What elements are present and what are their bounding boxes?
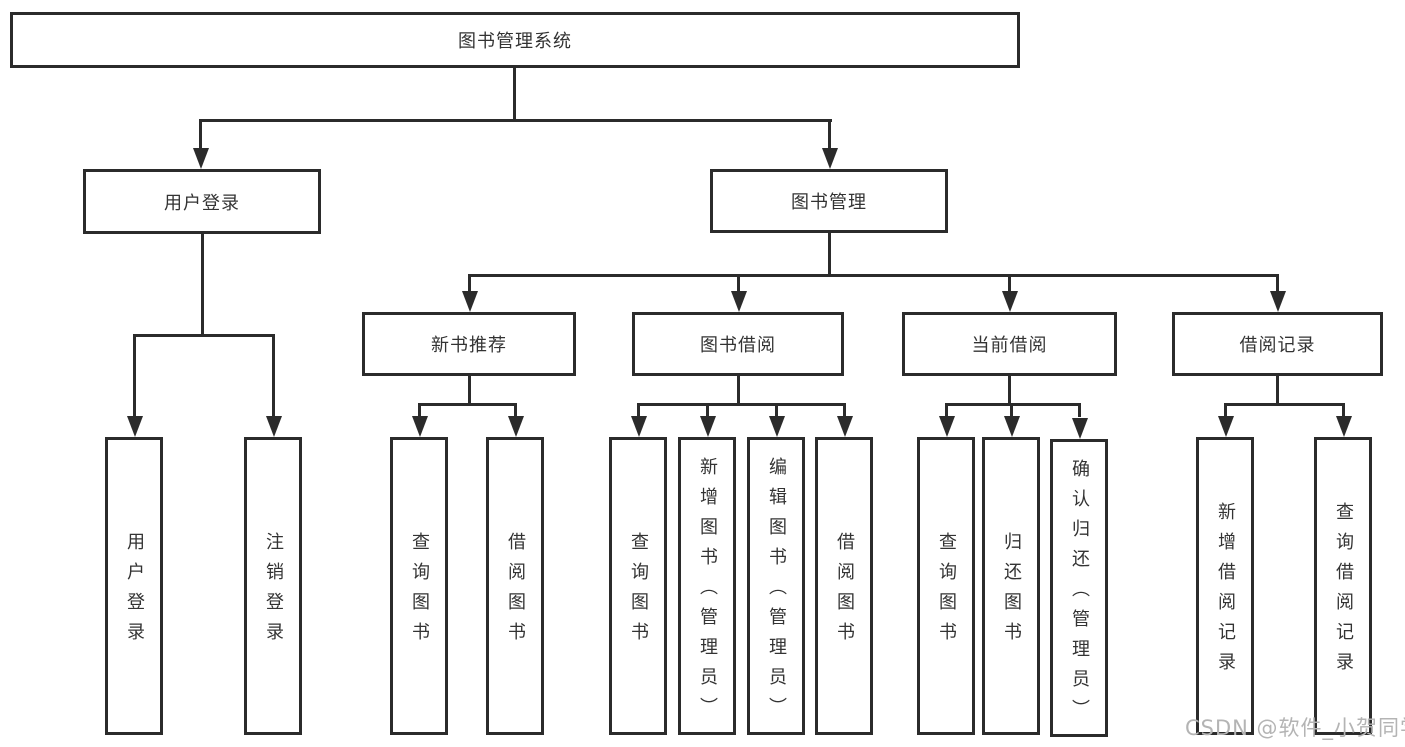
arrow-down-icon: [822, 148, 838, 169]
connector-drop: [706, 403, 709, 417]
leaf-borrowing-edit-books-admin: 编辑图书（管理员）: [747, 437, 805, 735]
connector-current-borrowing-stem: [1008, 376, 1011, 406]
node-borrowing-records-label: 借阅记录: [1239, 335, 1316, 356]
node-user-login: 用户登录: [83, 169, 321, 234]
connector-drop: [514, 403, 517, 417]
connector-drop-borrowing-records: [1276, 274, 1279, 293]
arrow-down-icon: [769, 416, 785, 437]
connector-drop: [1224, 403, 1227, 417]
leaf-newbook-query-books-label: 查询图书: [409, 532, 430, 652]
leaf-borrowing-edit-books-admin-label: 编辑图书（管理员）: [766, 457, 787, 727]
csdn-watermark: CSDN @软件_小贺同学: [1185, 716, 1405, 740]
node-book-management-label: 图书管理: [791, 192, 867, 213]
node-book-borrowing-label: 图书借阅: [700, 335, 776, 356]
connector-user-login-stem: [201, 234, 204, 336]
connector-drop-leaf-user-login: [133, 334, 136, 417]
node-new-book-recommend: 新书推荐: [362, 312, 576, 376]
arrow-down-icon: [939, 416, 955, 437]
connector-drop: [1078, 403, 1081, 417]
leaf-user-login-label: 用户登录: [124, 532, 145, 652]
connector-drop: [945, 403, 948, 417]
leaf-records-query-borrow-record-label: 查询借阅记录: [1333, 502, 1354, 682]
connector-drop: [1342, 403, 1345, 417]
leaf-newbook-borrow-books: 借阅图书: [486, 437, 544, 735]
node-book-borrowing: 图书借阅: [632, 312, 844, 376]
leaf-records-add-borrow-record-label: 新增借阅记录: [1215, 502, 1236, 682]
node-current-borrowing: 当前借阅: [902, 312, 1117, 376]
arrow-down-icon: [462, 291, 478, 312]
connector-current-borrowing-bus: [945, 403, 1081, 406]
leaf-logout: 注销登录: [244, 437, 302, 735]
arrow-down-icon: [1270, 291, 1286, 312]
connector-level2-bus: [199, 119, 832, 122]
leaf-current-query-books-label: 查询图书: [936, 532, 957, 652]
connector-drop-book-borrowing: [737, 274, 740, 293]
arrow-down-icon: [631, 416, 647, 437]
connector-user-login-bus: [133, 334, 275, 337]
connector-drop: [843, 403, 846, 417]
arrow-down-icon: [700, 416, 716, 437]
connector-drop-book-management: [828, 119, 831, 150]
leaf-borrowing-borrow-books-label: 借阅图书: [834, 532, 855, 652]
leaf-current-query-books: 查询图书: [917, 437, 975, 735]
leaf-borrowing-query-books-label: 查询图书: [628, 532, 649, 652]
leaf-borrowing-add-books-admin-label: 新增图书（管理员）: [697, 457, 718, 727]
leaf-borrowing-add-books-admin: 新增图书（管理员）: [678, 437, 736, 735]
connector-new-book-recommend-stem: [468, 376, 471, 406]
connector-drop: [775, 403, 778, 417]
connector-drop-new-book-recommend: [468, 274, 471, 293]
node-root-label: 图书管理系统: [458, 31, 572, 52]
leaf-borrowing-query-books: 查询图书: [609, 437, 667, 735]
leaf-newbook-query-books: 查询图书: [390, 437, 448, 735]
connector-borrowing-records-stem: [1276, 376, 1279, 406]
connector-drop-current-borrowing: [1008, 274, 1011, 293]
leaf-current-confirm-return-admin: 确认归还（管理员）: [1050, 439, 1108, 737]
connector-borrowing-records-bus: [1224, 403, 1345, 406]
connector-book-borrowing-stem: [737, 376, 740, 406]
arrow-down-icon: [1002, 291, 1018, 312]
connector-drop-leaf-logout: [272, 334, 275, 417]
arrow-down-icon: [731, 291, 747, 312]
connector-drop: [1010, 403, 1013, 417]
connector-new-book-recommend-bus: [418, 403, 517, 406]
node-current-borrowing-label: 当前借阅: [971, 335, 1048, 356]
arrow-down-icon: [412, 416, 428, 437]
node-book-management: 图书管理: [710, 169, 948, 233]
arrow-down-icon: [193, 148, 209, 169]
leaf-current-return-books-label: 归还图书: [1001, 532, 1022, 652]
connector-root-stem: [513, 68, 516, 121]
connector-book-management-stem: [828, 233, 831, 277]
leaf-current-return-books: 归还图书: [982, 437, 1040, 735]
leaf-borrowing-borrow-books: 借阅图书: [815, 437, 873, 735]
connector-level3-bus: [468, 274, 1279, 277]
arrow-down-icon: [127, 416, 143, 437]
leaf-user-login: 用户登录: [105, 437, 163, 735]
node-borrowing-records: 借阅记录: [1172, 312, 1383, 376]
connector-drop: [418, 403, 421, 417]
leaf-current-confirm-return-admin-label: 确认归还（管理员）: [1069, 459, 1090, 729]
arrow-down-icon: [508, 416, 524, 437]
connector-drop: [637, 403, 640, 417]
leaf-logout-label: 注销登录: [263, 532, 284, 652]
connector-book-borrowing-bus: [637, 403, 846, 406]
arrow-down-icon: [837, 416, 853, 437]
node-user-login-label: 用户登录: [164, 192, 240, 214]
arrow-down-icon: [1336, 416, 1352, 437]
leaf-newbook-borrow-books-label: 借阅图书: [505, 532, 526, 652]
connector-drop-user-login: [199, 119, 202, 150]
arrow-down-icon: [1072, 418, 1088, 439]
leaf-records-add-borrow-record: 新增借阅记录: [1196, 437, 1254, 735]
node-new-book-recommend-label: 新书推荐: [431, 335, 507, 356]
arrow-down-icon: [266, 416, 282, 437]
arrow-down-icon: [1004, 416, 1020, 437]
node-root: 图书管理系统: [10, 12, 1020, 68]
leaf-records-query-borrow-record: 查询借阅记录: [1314, 437, 1372, 735]
arrow-down-icon: [1218, 416, 1234, 437]
